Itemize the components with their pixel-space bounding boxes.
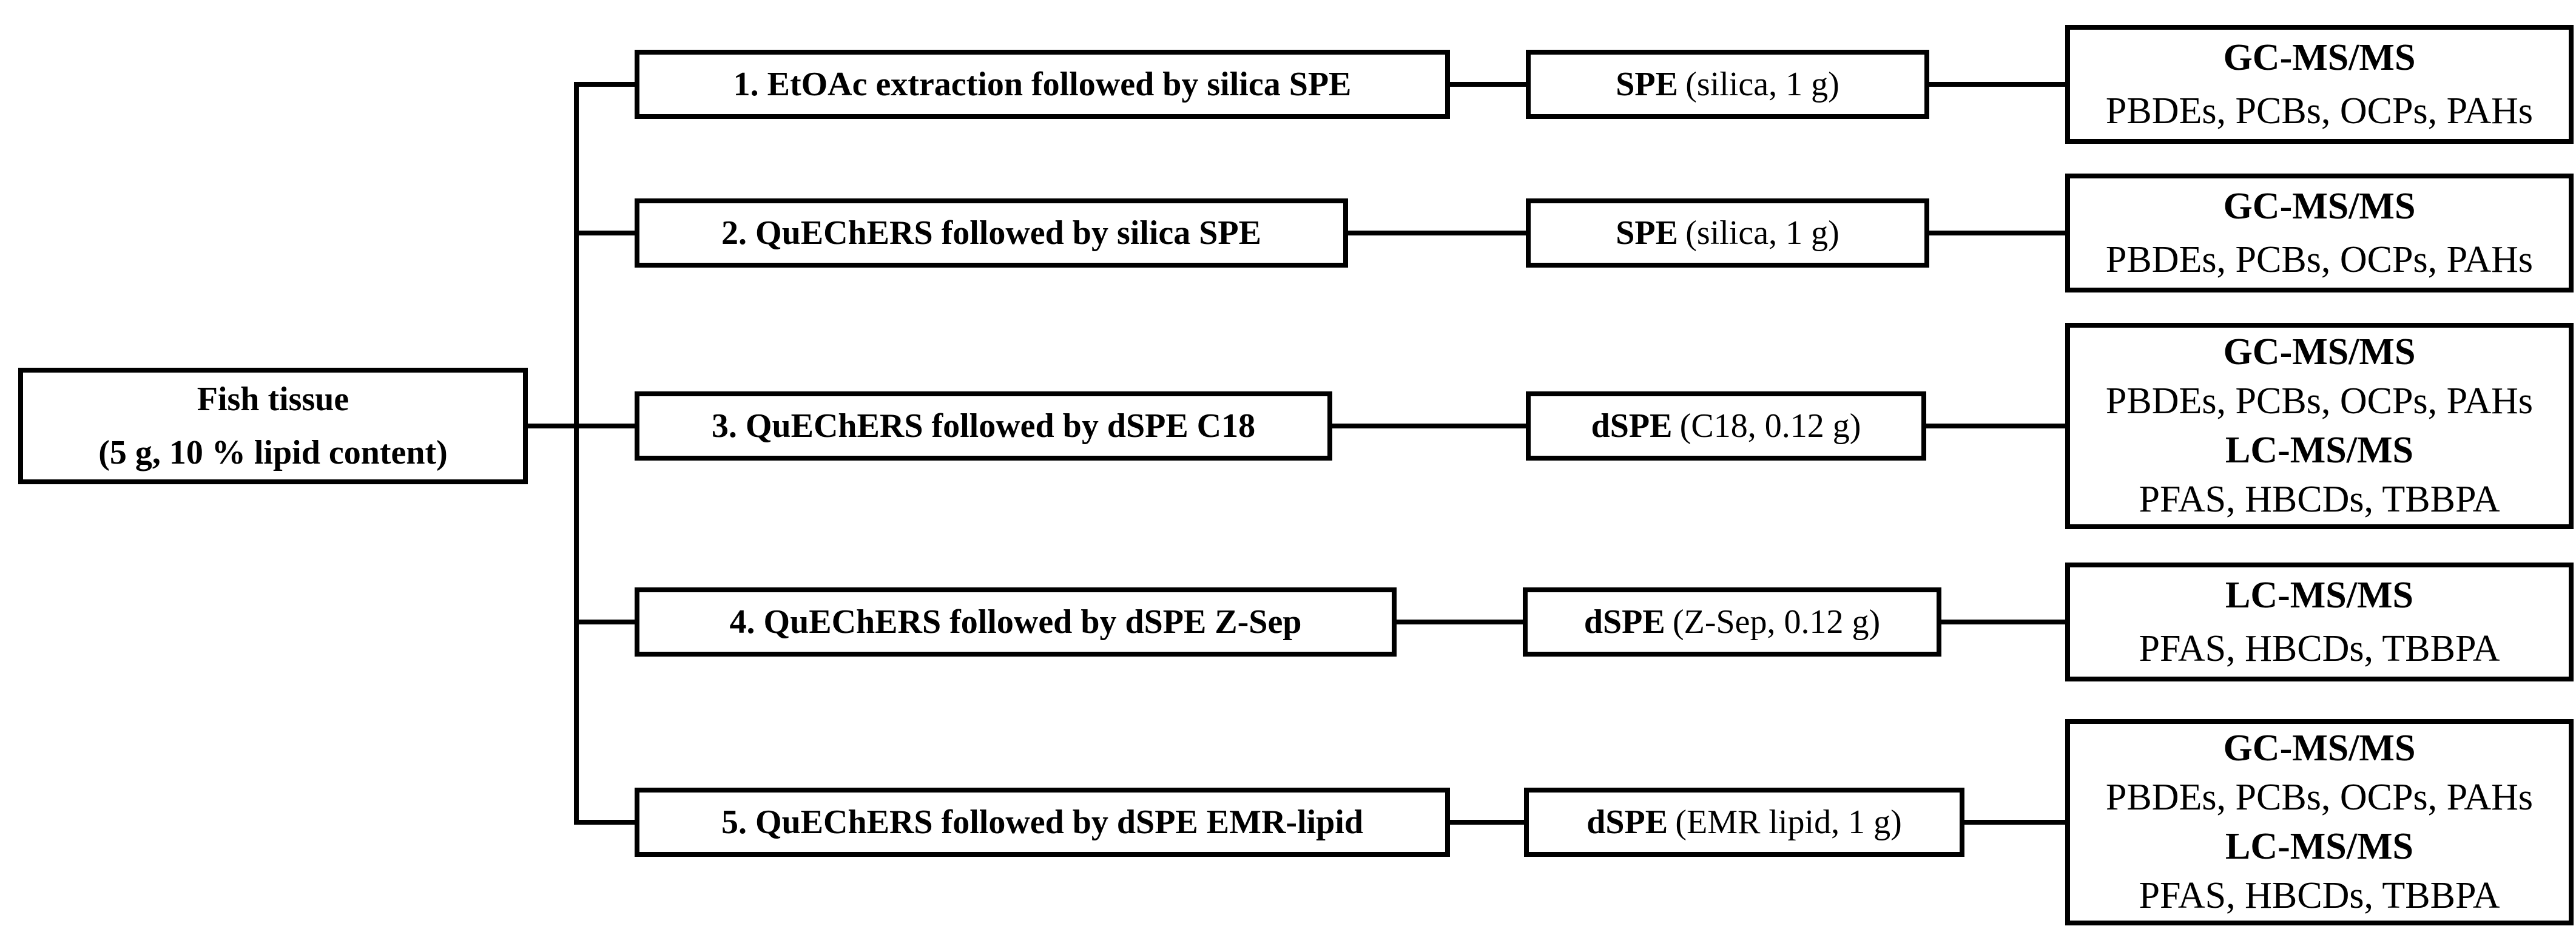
branch-4-result-box: LC-MS/MS PFAS, HBCDs, TBBPA <box>2065 563 2574 681</box>
branch-1-connector-cleanup-to-result <box>1928 82 2065 87</box>
branch-5-cleanup-label-bold: dSPE <box>1586 803 1668 841</box>
branch-4-method-box: 4. QuEChERS followed by dSPE Z-Sep <box>635 587 1397 657</box>
branch-1-method-label: 1. EtOAc extraction followed by silica S… <box>733 66 1352 103</box>
branch-5-connector-trunk-to-method <box>574 820 635 825</box>
branch-3-instrument-label-lc: LC-MS/MS <box>2225 430 2413 471</box>
branch-5-method-box: 5. QuEChERS followed by dSPE EMR-lipid <box>635 788 1450 857</box>
branch-4-cleanup-label-bold: dSPE <box>1583 603 1665 641</box>
branch-2-cleanup-label-detail: (silica, 1 g) <box>1685 214 1839 252</box>
branch-4-analytes-label: PFAS, HBCDs, TBBPA <box>2139 628 2500 669</box>
branch-2-connector-cleanup-to-result <box>1928 231 2065 235</box>
branch-1-cleanup-box: SPE (silica, 1 g) <box>1526 50 1929 119</box>
branch-3-instrument-label-gc: GC-MS/MS <box>2223 331 2416 373</box>
branch-4-cleanup-label-detail: (Z-Sep, 0.12 g) <box>1673 603 1881 641</box>
branch-1-analytes-label: PBDEs, PCBs, OCPs, PAHs <box>2105 90 2534 132</box>
branch-5-connector-method-to-cleanup <box>1450 820 1524 825</box>
branch-3-analytes-label-lc: PFAS, HBCDs, TBBPA <box>2139 479 2500 520</box>
branch-2-cleanup-box: SPE (silica, 1 g) <box>1526 198 1929 268</box>
branch-3-cleanup-label-bold: dSPE <box>1591 407 1673 445</box>
branch-4-cleanup-box: dSPE (Z-Sep, 0.12 g) <box>1523 587 1941 657</box>
branch-2-connector-trunk-to-method <box>574 231 635 235</box>
branch-5-result-box: GC-MS/MS PBDEs, PCBs, OCPs, PAHs LC-MS/M… <box>2065 719 2574 925</box>
branch-4-connector-cleanup-to-result <box>1941 620 2065 624</box>
branch-3-connector-method-to-cleanup <box>1332 424 1526 428</box>
branch-1-cleanup-label-bold: SPE <box>1616 66 1678 103</box>
branch-3-analytes-label-gc: PBDEs, PCBs, OCPs, PAHs <box>2105 380 2534 422</box>
branch-5-connector-cleanup-to-result <box>1964 820 2065 825</box>
branch-4-method-label: 4. QuEChERS followed by dSPE Z-Sep <box>729 603 1302 641</box>
branch-2-analytes-label: PBDEs, PCBs, OCPs, PAHs <box>2105 239 2534 280</box>
branch-4-connector-method-to-cleanup <box>1397 620 1523 624</box>
branch-5-analytes-label-lc: PFAS, HBCDs, TBBPA <box>2139 875 2500 916</box>
branch-5-instrument-label-lc: LC-MS/MS <box>2225 826 2413 867</box>
branch-1-connector-method-to-cleanup <box>1449 82 1526 87</box>
branch-2-method-label: 2. QuEChERS followed by silica SPE <box>721 214 1261 252</box>
branch-1-method-box: 1. EtOAc extraction followed by silica S… <box>635 50 1450 119</box>
branch-4-instrument-label: LC-MS/MS <box>2225 575 2413 616</box>
branch-3-connector-cleanup-to-result <box>1925 424 2065 428</box>
trunk-line <box>574 82 579 825</box>
branch-4-connector-trunk-to-method <box>574 620 635 624</box>
branch-1-instrument-label: GC-MS/MS <box>2223 37 2416 78</box>
branch-3-cleanup-label-detail: (C18, 0.12 g) <box>1679 407 1861 445</box>
branch-1-result-box: GC-MS/MS PBDEs, PCBs, OCPs, PAHs <box>2065 25 2574 144</box>
branch-5-instrument-label-gc: GC-MS/MS <box>2223 728 2416 769</box>
branch-3-cleanup-box: dSPE (C18, 0.12 g) <box>1526 391 1926 461</box>
branch-2-result-box: GC-MS/MS PBDEs, PCBs, OCPs, PAHs <box>2065 174 2574 292</box>
fish-tissue-title: Fish tissue <box>197 380 349 418</box>
branch-3-method-box: 3. QuEChERS followed by dSPE C18 <box>635 391 1332 461</box>
branch-2-instrument-label: GC-MS/MS <box>2223 186 2416 227</box>
branch-5-cleanup-label-detail: (EMR lipid, 1 g) <box>1675 803 1902 841</box>
branch-5-cleanup-box: dSPE (EMR lipid, 1 g) <box>1524 788 1964 857</box>
branch-2-connector-method-to-cleanup <box>1348 231 1526 235</box>
fish-tissue-box: Fish tissue (5 g, 10 % lipid content) <box>18 368 528 484</box>
fish-tissue-subtitle: (5 g, 10 % lipid content) <box>98 434 448 472</box>
branch-3-method-label: 3. QuEChERS followed by dSPE C18 <box>711 407 1256 445</box>
branch-1-cleanup-label-detail: (silica, 1 g) <box>1685 66 1839 103</box>
branch-3-connector-trunk-to-method <box>574 424 635 428</box>
branch-1-connector-trunk-to-method <box>574 82 635 87</box>
branch-2-cleanup-label-bold: SPE <box>1616 214 1678 252</box>
branch-5-method-label: 5. QuEChERS followed by dSPE EMR-lipid <box>721 803 1364 841</box>
branch-2-method-box: 2. QuEChERS followed by silica SPE <box>635 198 1348 268</box>
branch-3-result-box: GC-MS/MS PBDEs, PCBs, OCPs, PAHs LC-MS/M… <box>2065 323 2574 529</box>
branch-5-analytes-label-gc: PBDEs, PCBs, OCPs, PAHs <box>2105 777 2534 818</box>
